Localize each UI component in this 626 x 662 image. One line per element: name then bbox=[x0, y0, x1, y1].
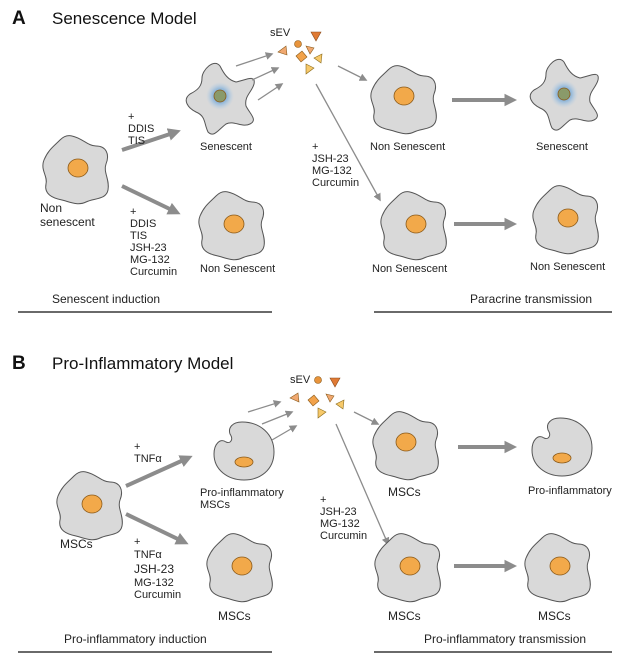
arrow-to-non-senescent bbox=[121, 184, 181, 215]
b-sev-label: sEV bbox=[290, 374, 311, 386]
cell-b-proinflammatory-mid bbox=[213, 421, 275, 481]
label-b-start: MSCs bbox=[60, 537, 93, 551]
b-lower-treat-2: JSH-23 bbox=[134, 562, 174, 576]
cell-b-lower-result bbox=[524, 533, 591, 603]
a-para-treat-3: Curcumin bbox=[312, 177, 359, 189]
label-senescent-mid: Senescent bbox=[200, 141, 252, 153]
cell-a-upper-recipient bbox=[370, 65, 437, 135]
a-lower-treat-3: JSH-23 bbox=[130, 242, 167, 254]
panel-b-title: Pro-Inflammatory Model bbox=[52, 354, 233, 373]
a-para-treat-0: + bbox=[312, 141, 318, 153]
a-lower-treat-0: + bbox=[130, 206, 136, 218]
a-sev-vesicles bbox=[277, 31, 323, 75]
b-sev-vesicles bbox=[289, 376, 345, 419]
a-upper-treat-2: TIS bbox=[128, 135, 145, 147]
arrow-to-senescent bbox=[121, 128, 181, 152]
b-lower-treat-3: MG-132 bbox=[134, 577, 174, 589]
label-b-upper-mid-1: Pro-inflammatory bbox=[200, 487, 284, 499]
label-b-lower-mid: MSCs bbox=[218, 609, 251, 623]
arrow-b-sev-to-lower bbox=[335, 423, 390, 546]
arrow-b-sev-to-upper bbox=[353, 411, 380, 425]
label-non-senescent-line1: Non bbox=[40, 201, 62, 215]
arrow-sev-2 bbox=[251, 67, 280, 81]
label-non-senescent-line2: senescent bbox=[40, 215, 95, 229]
label-b-lower-recipient: MSCs bbox=[388, 609, 421, 623]
arrow-b-sev-2 bbox=[261, 410, 294, 425]
label-non-senescent-mid: Non Senescent bbox=[200, 263, 275, 275]
a-right-section-label: Paracrine transmission bbox=[470, 292, 592, 306]
a-lower-treat-5: Curcumin bbox=[130, 266, 177, 278]
a-left-section-label: Senescent induction bbox=[52, 292, 160, 306]
b-left-section-label: Pro-inflammatory induction bbox=[64, 632, 207, 646]
cell-b-start-mscs bbox=[56, 471, 123, 541]
b-para-treat-0: + bbox=[320, 494, 326, 506]
cell-a-lower-result bbox=[532, 185, 599, 255]
cell-senescent-mid bbox=[185, 62, 255, 135]
b-upper-treat-1: TNFα bbox=[134, 453, 162, 465]
a-lower-treat-1: DDIS bbox=[130, 218, 156, 230]
cell-b-upper-result bbox=[531, 417, 593, 477]
arrow-b-sev-1 bbox=[247, 400, 282, 413]
cell-a-lower-recipient bbox=[380, 191, 447, 261]
b-para-treat-2: MG-132 bbox=[320, 518, 360, 530]
arrow-b-sev-3 bbox=[271, 425, 298, 441]
a-para-treat-2: MG-132 bbox=[312, 165, 352, 177]
arrow-sev-1 bbox=[235, 52, 274, 67]
cell-b-mscs-mid bbox=[206, 533, 273, 603]
b-para-treat-3: Curcumin bbox=[320, 530, 367, 542]
label-a-lower-recipient: Non Senescent bbox=[372, 263, 447, 275]
arrow-b-to-mscs bbox=[125, 512, 189, 545]
label-a-upper-recipient: Non Senescent bbox=[370, 141, 445, 153]
label-a-lower-result: Non Senescent bbox=[530, 261, 605, 273]
label-a-upper-result: Senescent bbox=[536, 141, 588, 153]
b-right-section-label: Pro-inflammatory transmission bbox=[424, 632, 586, 646]
a-para-treat-1: JSH-23 bbox=[312, 153, 349, 165]
label-b-upper-result: Pro-inflammatory bbox=[528, 485, 612, 497]
a-lower-treat-4: MG-132 bbox=[130, 254, 170, 266]
label-b-lower-result: MSCs bbox=[538, 609, 571, 623]
cell-non-senescent-mid bbox=[198, 191, 265, 261]
b-upper-treat-0: + bbox=[134, 441, 140, 453]
b-lower-treat-0: + bbox=[134, 536, 140, 548]
arrow-sev-to-upper-recipient bbox=[337, 65, 368, 81]
label-b-upper-mid-2: MSCs bbox=[200, 499, 230, 511]
cell-a-upper-result-senescent bbox=[529, 58, 599, 131]
panel-b-letter: B bbox=[12, 353, 26, 374]
panel-a-title: Senescence Model bbox=[52, 9, 197, 28]
a-upper-treat-1: DDIS bbox=[128, 123, 154, 135]
a-upper-treat-0: + bbox=[128, 111, 134, 123]
label-b-upper-recipient: MSCs bbox=[388, 485, 421, 499]
panel-a-letter: A bbox=[12, 8, 26, 29]
cell-b-lower-recipient bbox=[374, 533, 441, 603]
cell-b-upper-recipient bbox=[372, 411, 439, 481]
arrow-sev-to-lower-recipient bbox=[315, 83, 381, 202]
b-lower-treat-4: Curcumin bbox=[134, 589, 181, 601]
a-sev-label: sEV bbox=[270, 27, 291, 39]
a-lower-treat-2: TIS bbox=[130, 230, 147, 242]
arrow-sev-3 bbox=[257, 83, 284, 101]
cell-non-senescent-start bbox=[42, 135, 109, 205]
b-lower-treat-1: TNFα bbox=[134, 549, 162, 561]
arrow-b-to-proinflammatory bbox=[125, 455, 193, 488]
b-para-treat-1: JSH-23 bbox=[320, 506, 357, 518]
